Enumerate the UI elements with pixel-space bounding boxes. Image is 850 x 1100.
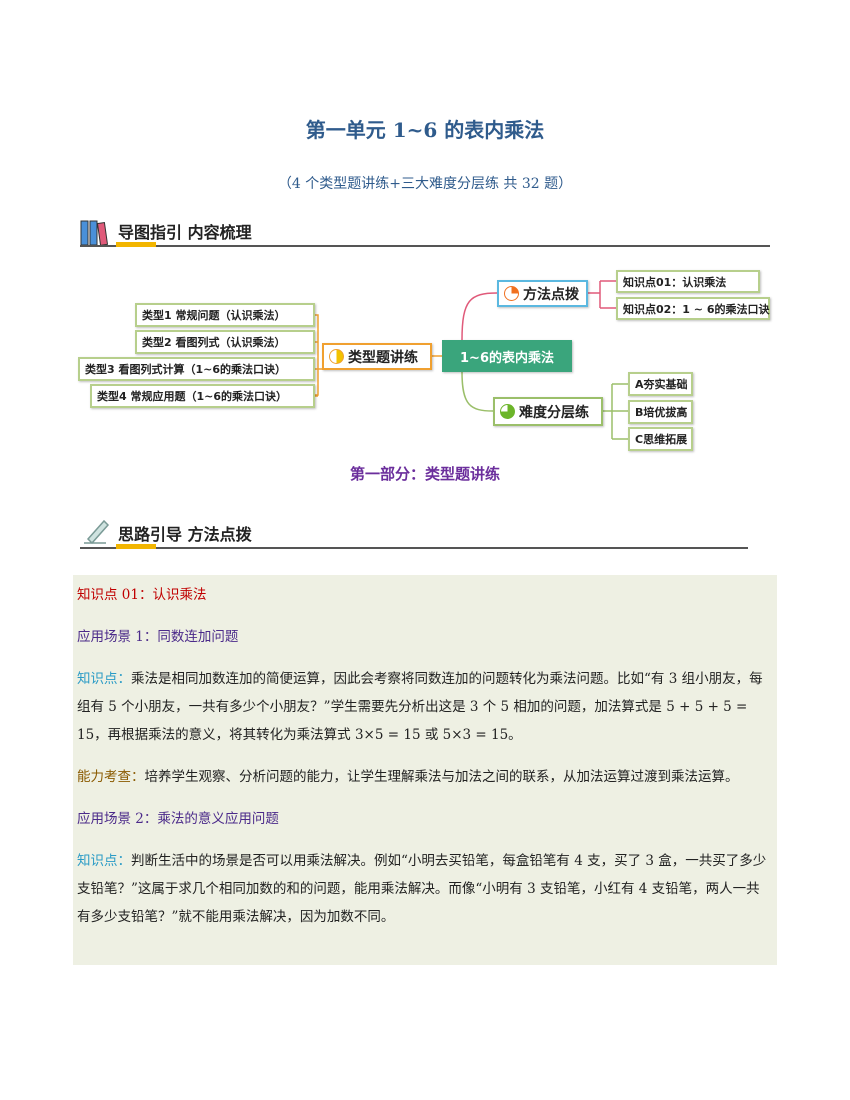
part-title: 第一部分：类型题讲练 <box>349 465 500 483</box>
page-title: 第一单元 1~6 的表内乘法 <box>305 118 545 142</box>
mindmap-level-a: A夯实基础 <box>628 372 693 396</box>
mindmap-type-1: 类型1 常规问题（认识乘法） <box>135 303 315 327</box>
title-highlight <box>116 242 156 247</box>
mindmap-connectors <box>315 280 628 440</box>
scene-2-title: 应用场景 2：乘法的意义应用问题 <box>77 811 279 827</box>
mindmap-node-levels: 难度分层练 <box>493 397 603 426</box>
ability-paragraph: 能力考查：培养学生观察、分析问题的能力，让学生理解乘法与加法之间的联系，从加法运… <box>77 763 773 791</box>
quarter-pie-icon <box>504 286 519 301</box>
three-quarter-pie-icon <box>500 404 515 419</box>
section-title: 思路引导 方法点拨 <box>118 525 252 544</box>
ability-label: 能力考查： <box>77 769 145 785</box>
title-highlight <box>116 544 156 549</box>
kp-label: 知识点： <box>77 853 131 869</box>
mindmap-type-2: 类型2 看图列式（认识乘法） <box>135 330 315 354</box>
pen-writing-icon <box>84 519 110 545</box>
half-pie-icon <box>329 349 344 364</box>
scene-1-title: 应用场景 1：同数连加问题 <box>77 629 239 645</box>
mindmap-level-b: B培优拔高 <box>628 400 693 424</box>
node-label: 方法点拨 <box>523 286 579 303</box>
section-title: 导图指引 内容梳理 <box>118 223 252 242</box>
mindmap-level-c: C思维拓展 <box>628 427 693 451</box>
mindmap-kp-01: 知识点01：认识乘法 <box>616 270 760 293</box>
kp-text: 乘法是相同加数连加的简便运算，因此会考察将同数连加的问题转化为乘法问题。比如“有… <box>77 671 763 743</box>
mindmap-type-4: 类型4 常规应用题（1~6的乘法口诀） <box>90 384 315 408</box>
books-icon <box>80 220 109 245</box>
mindmap-kp-02: 知识点02：1 ~ 6的乘法口诀 <box>616 297 770 320</box>
kp-text: 判断生活中的场景是否可以用乘法解决。例如“小明去买铅笔，每盒铅笔有 4 支，买了… <box>77 853 767 925</box>
node-label: 类型题讲练 <box>348 349 418 366</box>
kp2-paragraph: 知识点：判断生活中的场景是否可以用乘法解决。例如“小明去买铅笔，每盒铅笔有 4 … <box>77 847 773 931</box>
ability-text: 培养学生观察、分析问题的能力，让学生理解乘法与加法之间的联系，从加法运算过渡到乘… <box>144 769 739 785</box>
page-subtitle: （4 个类型题讲练+三大难度分层练 共 32 题） <box>277 176 573 192</box>
node-label: 难度分层练 <box>519 404 589 421</box>
mindmap-node-methods: 方法点拨 <box>497 280 588 307</box>
mindmap-center-node: 1~6的表内乘法 <box>442 340 572 372</box>
mindmap-node-type-practice: 类型题讲练 <box>322 343 432 370</box>
section-header-methods: 思路引导 方法点拨 <box>80 517 748 549</box>
section-header-mindmap: 导图指引 内容梳理 <box>80 215 770 247</box>
kp1-paragraph: 知识点：乘法是相同加数连加的简便运算，因此会考察将同数连加的问题转化为乘法问题。… <box>77 665 773 749</box>
kp-label: 知识点： <box>77 671 131 687</box>
knowledge-box: 知识点 01：认识乘法 应用场景 1：同数连加问题 知识点：乘法是相同加数连加的… <box>73 575 777 965</box>
kp-title: 知识点 01：认识乘法 <box>77 587 207 603</box>
mindmap-type-3: 类型3 看图列式计算（1~6的乘法口诀） <box>78 357 315 381</box>
